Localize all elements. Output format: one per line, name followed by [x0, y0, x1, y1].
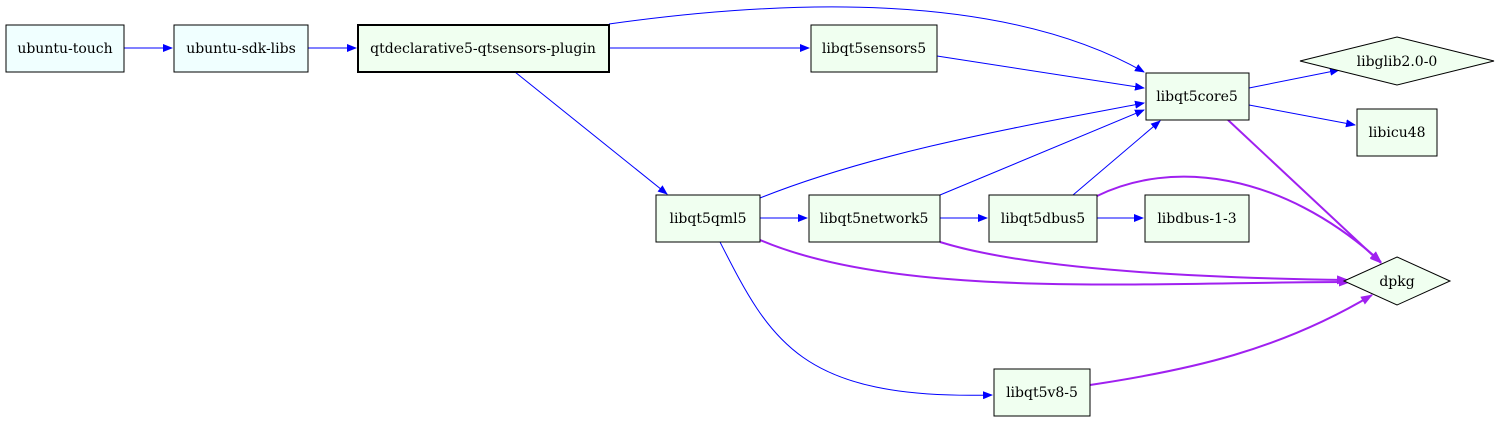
node-ubuntu-sdk-libs[interactable]: ubuntu-sdk-libs — [173, 24, 309, 73]
node-label: ubuntu-touch — [17, 41, 112, 57]
node-label: qtdeclarative5-qtsensors-plugin — [370, 41, 596, 57]
edge-libqt5dbus5-to-libqt5core5 — [1072, 120, 1161, 196]
node-label: libqt5v8-5 — [1006, 385, 1078, 401]
node-qtdeclarative5-qtsensors-plugin[interactable]: qtdeclarative5-qtsensors-plugin — [357, 24, 610, 73]
node-libqt5core5[interactable]: libqt5core5 — [1145, 72, 1250, 121]
edge-libqt5sensors5-to-libqt5core5 — [936, 55, 1145, 91]
node-libglib2-0-0[interactable]: libglib2.0-0 — [1299, 36, 1495, 86]
node-label: libqt5core5 — [1156, 89, 1238, 105]
node-label: libicu48 — [1368, 125, 1425, 141]
node-label: libqt5dbus5 — [1001, 211, 1085, 227]
edge-libqt5core5-to-dpkg — [1227, 119, 1382, 264]
edge-libqt5network5-to-libqt5core5 — [939, 109, 1145, 196]
node-label: libqt5sensors5 — [822, 41, 926, 57]
edge-libqt5qml5-to-libqt5v8-5 — [719, 241, 993, 400]
edge-qtdeclarative5-to-libqt5qml5 — [514, 71, 668, 195]
node-label: dpkg — [1379, 274, 1414, 290]
node-label: libglib2.0-0 — [1357, 54, 1438, 70]
node-label: libqt5qml5 — [669, 211, 746, 227]
node-libqt5v8-5[interactable]: libqt5v8-5 — [993, 368, 1091, 417]
node-label: libdbus-1-3 — [1157, 211, 1236, 227]
edge-qtdeclarative5-to-libqt5core5 — [608, 6, 1145, 73]
node-ubuntu-touch[interactable]: ubuntu-touch — [5, 24, 125, 73]
node-libqt5network5[interactable]: libqt5network5 — [808, 194, 941, 243]
edge-libqt5qml5-to-dpkg — [759, 239, 1351, 287]
node-libqt5sensors5[interactable]: libqt5sensors5 — [810, 24, 938, 73]
edge-libqt5qml5-to-libqt5core5 — [759, 100, 1145, 199]
node-libdbus-1-3[interactable]: libdbus-1-3 — [1144, 194, 1250, 243]
node-libqt5dbus5[interactable]: libqt5dbus5 — [988, 194, 1098, 243]
edge-libqt5network5-to-dpkg — [939, 241, 1349, 285]
node-libicu48[interactable]: libicu48 — [1356, 108, 1438, 157]
node-label: ubuntu-sdk-libs — [186, 41, 296, 57]
node-label: libqt5network5 — [820, 211, 929, 227]
edge-libqt5dbus5-to-dpkg — [1096, 175, 1382, 263]
node-dpkg[interactable]: dpkg — [1342, 256, 1452, 306]
edge-libqt5v8-5-to-dpkg — [1089, 294, 1373, 386]
node-libqt5qml5[interactable]: libqt5qml5 — [655, 194, 761, 243]
edge-libqt5core5-to-libicu48 — [1248, 104, 1356, 128]
edge-libqt5core5-to-libglib2-0-0 — [1248, 67, 1340, 89]
